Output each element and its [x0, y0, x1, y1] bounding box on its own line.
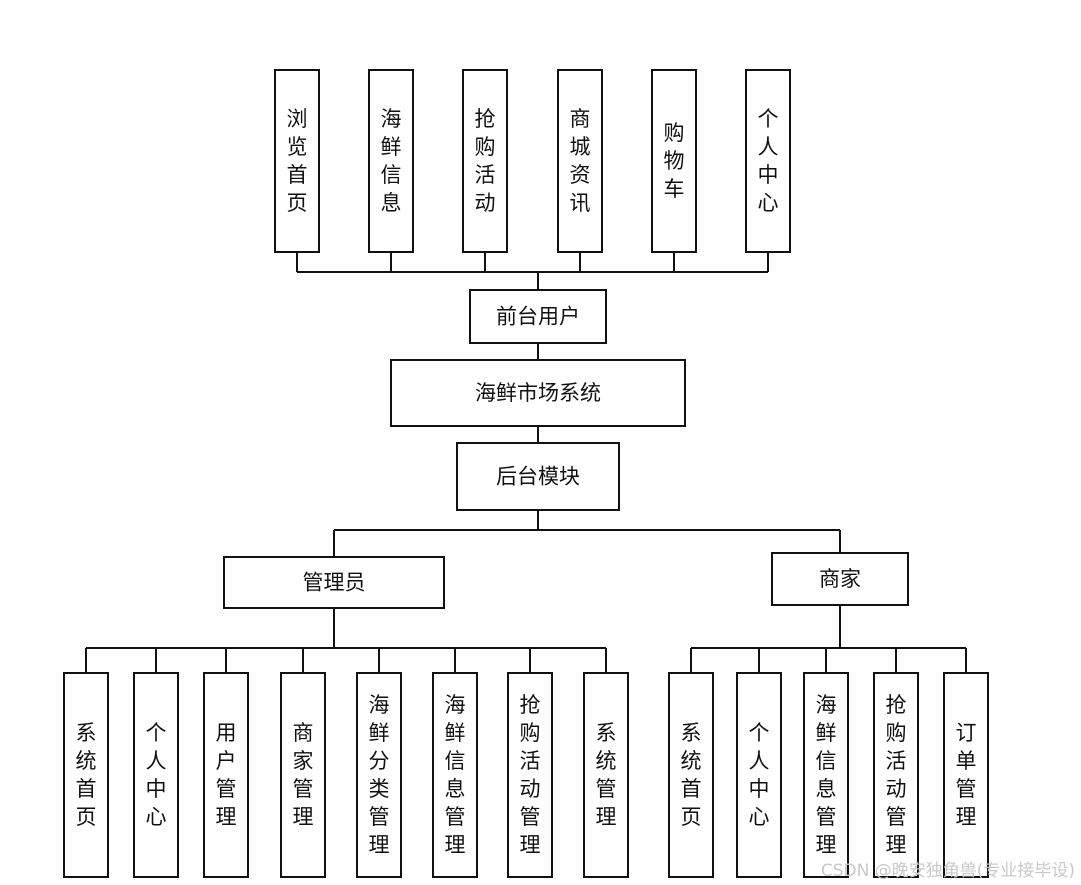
admin-module-1-label: 系统首页 [76, 721, 97, 829]
admin-module-5: 海鲜分类管理 [356, 672, 402, 878]
merchant-module-2-label: 个人中心 [749, 721, 770, 829]
admin-module-7: 抢购活动管理 [507, 672, 553, 878]
front-module-6-label: 个人中心 [758, 107, 779, 215]
front-user-node-label: 前台用户 [496, 305, 580, 329]
front-user-node: 前台用户 [469, 289, 607, 344]
backend-node-label: 后台模块 [496, 465, 580, 489]
admin-module-5-label: 海鲜分类管理 [369, 693, 390, 857]
admin-module-4: 商家管理 [280, 672, 326, 878]
admin-module-7-box [507, 672, 553, 878]
merchant-node: 商家 [771, 552, 909, 606]
merchant-module-2: 个人中心 [736, 672, 782, 878]
front-module-3-box [462, 69, 508, 253]
admin-module-8-label: 系统管理 [596, 721, 617, 829]
front-module-6-box [745, 69, 791, 253]
front-module-3-label: 抢购活动 [475, 107, 496, 215]
admin-module-8: 系统管理 [583, 672, 629, 878]
admin-module-4-label: 商家管理 [293, 721, 314, 829]
front-module-2-box [368, 69, 414, 253]
merchant-module-4: 抢购活动管理 [873, 672, 919, 878]
admin-module-3: 用户管理 [203, 672, 249, 878]
front-module-2-label: 海鲜信息 [381, 107, 402, 215]
merchant-module-1: 系统首页 [668, 672, 714, 878]
front-module-5: 购物车 [651, 69, 697, 253]
admin-module-8-box [583, 672, 629, 878]
admin-module-2-label: 个人中心 [146, 721, 167, 829]
front-module-5-label: 购物车 [664, 121, 685, 201]
merchant-node-label: 商家 [819, 567, 861, 591]
watermark: CSDN @晚安独角兽(专业接毕设) [820, 861, 1075, 881]
admin-module-5-box [356, 672, 402, 878]
admin-module-2-box [133, 672, 179, 878]
admin-module-6: 海鲜信息管理 [432, 672, 478, 878]
merchant-module-3-label: 海鲜信息管理 [816, 693, 837, 857]
admin-node-box [223, 556, 445, 609]
merchant-module-1-label: 系统首页 [681, 721, 702, 829]
merchant-module-5-label: 订单管理 [956, 721, 977, 829]
front-module-4-box [557, 69, 603, 253]
admin-module-3-label: 用户管理 [216, 721, 237, 829]
front-module-1-box [274, 69, 320, 253]
admin-module-2: 个人中心 [133, 672, 179, 878]
admin-module-6-label: 海鲜信息管理 [445, 693, 466, 857]
merchant-module-5: 订单管理 [943, 672, 989, 878]
merchant-node-box [771, 552, 909, 606]
admin-module-4-box [280, 672, 326, 878]
merchant-module-4-label: 抢购活动管理 [886, 693, 907, 857]
backend-node-box [456, 442, 620, 511]
admin-module-7-label: 抢购活动管理 [520, 693, 541, 857]
connector-lines [85, 252, 967, 673]
system-node-box [390, 359, 686, 427]
merchant-module-3-box [803, 672, 849, 878]
merchant-module-4-box [873, 672, 919, 878]
admin-module-3-box [203, 672, 249, 878]
front-module-1: 浏览首页 [274, 69, 320, 253]
front-module-3: 抢购活动 [462, 69, 508, 253]
front-module-1-label: 浏览首页 [287, 107, 308, 215]
merchant-module-2-box [736, 672, 782, 878]
merchant-module-5-box [943, 672, 989, 878]
system-node-label: 海鲜市场系统 [475, 381, 601, 405]
front-user-node-box [469, 289, 607, 344]
merchant-module-1-box [668, 672, 714, 878]
admin-module-1-box [63, 672, 109, 878]
front-module-5-box [651, 69, 697, 253]
admin-module-1: 系统首页 [63, 672, 109, 878]
admin-node: 管理员 [223, 556, 445, 609]
front-module-4-label: 商城资讯 [570, 107, 591, 215]
front-module-4: 商城资讯 [557, 69, 603, 253]
front-module-6: 个人中心 [745, 69, 791, 253]
admin-module-6-box [432, 672, 478, 878]
backend-node: 后台模块 [456, 442, 620, 511]
diagram-nodes: 浏览首页海鲜信息抢购活动商城资讯购物车个人中心前台用户海鲜市场系统后台模块管理员… [63, 69, 989, 878]
front-module-2: 海鲜信息 [368, 69, 414, 253]
admin-node-label: 管理员 [303, 571, 366, 595]
merchant-module-3: 海鲜信息管理 [803, 672, 849, 878]
system-node: 海鲜市场系统 [390, 359, 686, 427]
